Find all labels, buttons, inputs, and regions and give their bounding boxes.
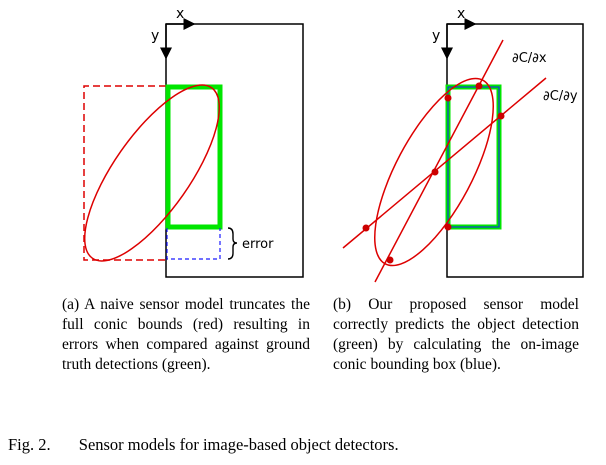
dcdx-label: ∂C/∂x: [512, 51, 547, 66]
x-axis-label: x: [176, 6, 184, 22]
error-brace: [227, 227, 238, 260]
y-axis-label: y: [432, 28, 440, 44]
tangent-point: [497, 112, 505, 120]
panel-b-caption: (b) Our proposed sensor model correctly …: [333, 296, 579, 373]
tangent-point: [444, 223, 452, 231]
truncated-conic-bounds: [83, 85, 166, 261]
error-label: error: [242, 237, 274, 252]
panel-a: x y error: [83, 6, 304, 278]
dcdy-line: [342, 77, 547, 249]
panel-b: x y ∂C/∂x ∂C/∂y: [342, 6, 584, 283]
figure-caption-text: Sensor models for image-based object det…: [78, 435, 399, 454]
image-frame: [165, 23, 304, 278]
conic-ellipse: [83, 84, 221, 262]
panel-a-caption: (a) A naive sensor model truncates the f…: [62, 296, 310, 373]
ground-truth-detection: [445, 84, 502, 230]
dcdy-label: ∂C/∂y: [543, 89, 578, 104]
tangent-point: [362, 224, 370, 232]
tangent-point: [431, 168, 439, 176]
tangent-point: [386, 256, 394, 264]
x-axis-label: x: [457, 6, 465, 22]
y-axis-label: y: [151, 28, 159, 44]
tangent-point: [475, 82, 483, 90]
error-region: [166, 228, 221, 260]
dcdx-line: [374, 39, 504, 283]
figure-caption: Fig. 2. Sensor models for image-based ob…: [8, 435, 399, 455]
figure-number: Fig. 2.: [8, 435, 51, 454]
tangent-point: [444, 94, 452, 102]
on-image-bounding-box: [447, 86, 500, 228]
